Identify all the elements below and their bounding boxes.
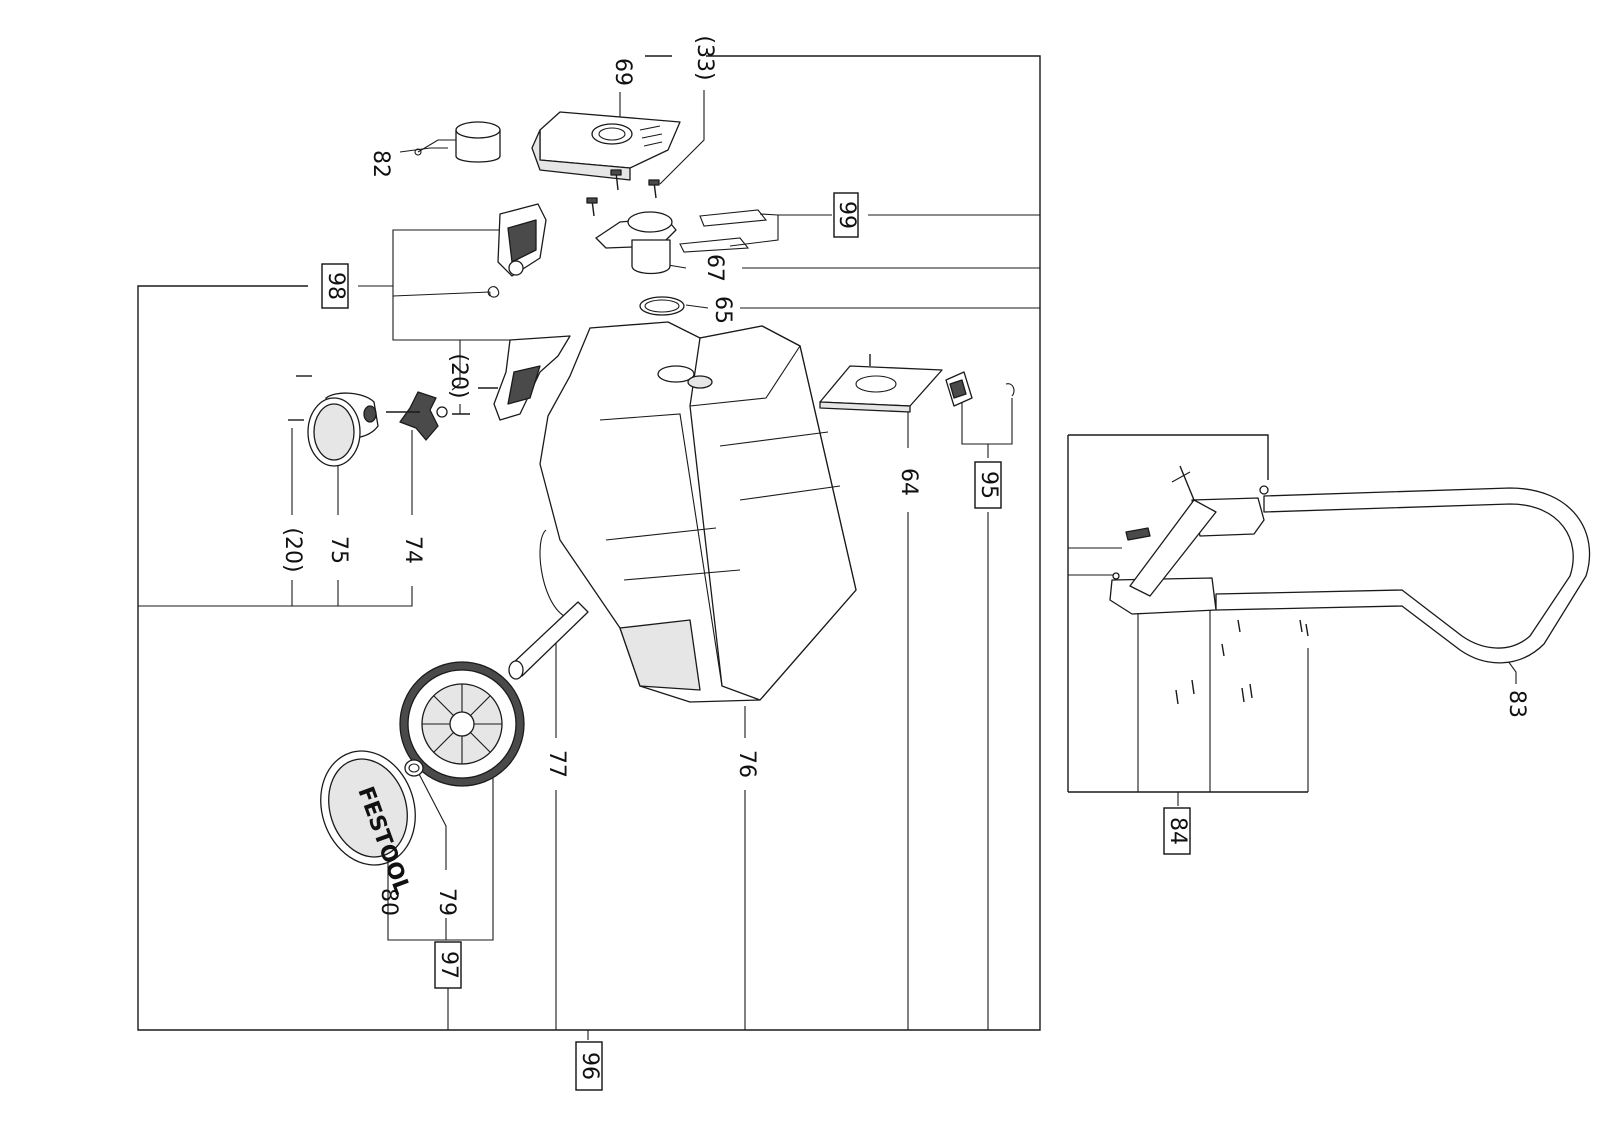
screws-33 <box>586 169 660 217</box>
motor-67 <box>595 211 677 275</box>
top-cover-plate-69 <box>531 111 681 181</box>
label-74: 74 <box>400 536 425 564</box>
axle-77 <box>508 601 589 680</box>
leader-lines <box>137 55 1517 1040</box>
label-69: 69 <box>610 58 635 86</box>
clip-95 <box>945 371 1015 407</box>
springs-99 <box>679 209 768 253</box>
label-98: 98 <box>323 272 348 300</box>
label-20-lower: (20) <box>280 527 305 572</box>
part-labels: 69 (33) 82 99 98 67 65 (20) 64 95 (20) 7… <box>280 35 1529 1091</box>
box-99 <box>833 192 859 238</box>
label-80: 80 <box>376 888 401 916</box>
label-84: 84 <box>1165 817 1190 845</box>
label-79: 79 <box>434 888 459 916</box>
box-96 <box>575 1041 603 1091</box>
label-83: 83 <box>1504 690 1529 718</box>
box-84 <box>1163 807 1191 855</box>
clip-bracket-20 <box>452 335 571 421</box>
retaining-ring-79 <box>404 759 424 777</box>
label-20-upper: (20) <box>446 353 471 398</box>
handle-83 <box>1109 465 1591 664</box>
label-77: 77 <box>544 750 569 778</box>
wheel <box>399 661 525 787</box>
label-33: (33) <box>692 35 717 80</box>
box-95 <box>974 461 1002 509</box>
handle-screws <box>1175 619 1309 705</box>
label-82: 82 <box>368 150 393 178</box>
cap-82 <box>414 121 501 163</box>
label-76: 76 <box>734 750 759 778</box>
label-65: 65 <box>710 296 735 324</box>
star-knob-74 <box>386 391 448 441</box>
box-98 <box>321 263 349 309</box>
label-97: 97 <box>436 951 461 979</box>
label-67: 67 <box>702 254 727 282</box>
label-95: 95 <box>976 471 1001 499</box>
base-plate-64 <box>819 354 943 413</box>
label-99: 99 <box>834 201 859 229</box>
knob-75 <box>288 375 379 467</box>
tank-body-76 <box>539 321 857 703</box>
latch-98 <box>487 203 547 298</box>
box-97 <box>434 941 462 989</box>
seal-ring-65 <box>639 296 685 316</box>
label-64: 64 <box>896 468 921 496</box>
label-75: 75 <box>326 536 351 564</box>
label-96: 96 <box>577 1052 602 1080</box>
